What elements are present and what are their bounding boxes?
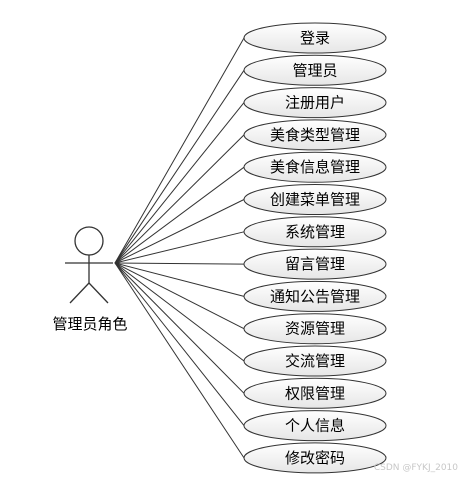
association-lines: [114, 37, 245, 459]
use-case-label: 修改密码: [285, 449, 345, 467]
use-case-label: 资源管理: [285, 320, 345, 338]
use-case-label: 系统管理: [285, 223, 345, 241]
use-case-label: 美食信息管理: [270, 158, 360, 176]
association-line: [114, 262, 245, 265]
association-line: [114, 102, 245, 264]
use-case-ellipse: [243, 313, 387, 345]
use-case-label: 个人信息: [285, 417, 345, 435]
use-case-label: 创建菜单管理: [270, 191, 360, 209]
use-case: 美食信息管理: [243, 151, 387, 183]
use-case-label: 权限管理: [285, 384, 345, 402]
association-line: [114, 37, 245, 264]
use-case: 登录: [243, 22, 387, 54]
use-case: 资源管理: [243, 313, 387, 345]
use-case-ellipse: [243, 54, 387, 86]
use-case-label: 留言管理: [285, 255, 345, 273]
use-case: 注册用户: [243, 87, 387, 119]
association-line: [114, 262, 245, 426]
use-case-label: 美食类型管理: [270, 126, 360, 144]
use-case: 管理员: [243, 54, 387, 86]
use-case-label: 登录: [300, 29, 330, 47]
use-case-label: 注册用户: [285, 94, 345, 112]
actor-right-leg: [88, 282, 109, 304]
use-case-ellipse: [243, 87, 387, 119]
use-case-ellipse: [243, 22, 387, 54]
actor-left-leg: [69, 282, 90, 304]
use-case-ellipse: [243, 216, 387, 248]
association-line: [114, 262, 245, 362]
use-case: 权限管理: [243, 377, 387, 409]
use-case-label: 交流管理: [285, 352, 345, 370]
use-case-ellipse: [243, 119, 387, 151]
use-case-ellipse: [243, 345, 387, 377]
association-line: [114, 199, 245, 264]
watermark: CSDN @FYKJ_2010: [374, 463, 458, 473]
use-case: 交流管理: [243, 345, 387, 377]
actor-figure: [65, 226, 113, 304]
use-case-ellipse: [243, 377, 387, 409]
use-case-ellipse: [243, 410, 387, 442]
use-case-ellipse: [243, 151, 387, 183]
use-case-label: 通知公告管理: [270, 287, 360, 305]
use-case: 修改密码: [243, 442, 387, 474]
association-line: [114, 262, 245, 330]
use-case-ellipse: [243, 280, 387, 312]
use-case-ellipse: [243, 184, 387, 215]
association-line: [114, 231, 245, 264]
use-case-ellipse: [243, 442, 387, 474]
association-line: [114, 262, 245, 459]
use-case-group: 登录管理员注册用户美食类型管理美食信息管理创建菜单管理系统管理留言管理通知公告管…: [243, 22, 387, 474]
use-case: 通知公告管理: [243, 280, 387, 312]
association-line: [114, 262, 245, 394]
use-case: 创建菜单管理: [243, 184, 387, 215]
association-line: [114, 166, 245, 264]
actor-label: 管理员角色: [52, 315, 127, 333]
use-case-ellipse: [243, 248, 387, 280]
use-case: 个人信息: [243, 410, 387, 442]
association-line: [114, 262, 245, 297]
use-case: 美食类型管理: [243, 119, 387, 151]
use-case: 系统管理: [243, 216, 387, 248]
use-case: 留言管理: [243, 248, 387, 280]
association-line: [114, 70, 245, 264]
use-case-label: 管理员: [292, 61, 337, 79]
actor-head: [74, 226, 104, 256]
association-line: [114, 134, 245, 264]
